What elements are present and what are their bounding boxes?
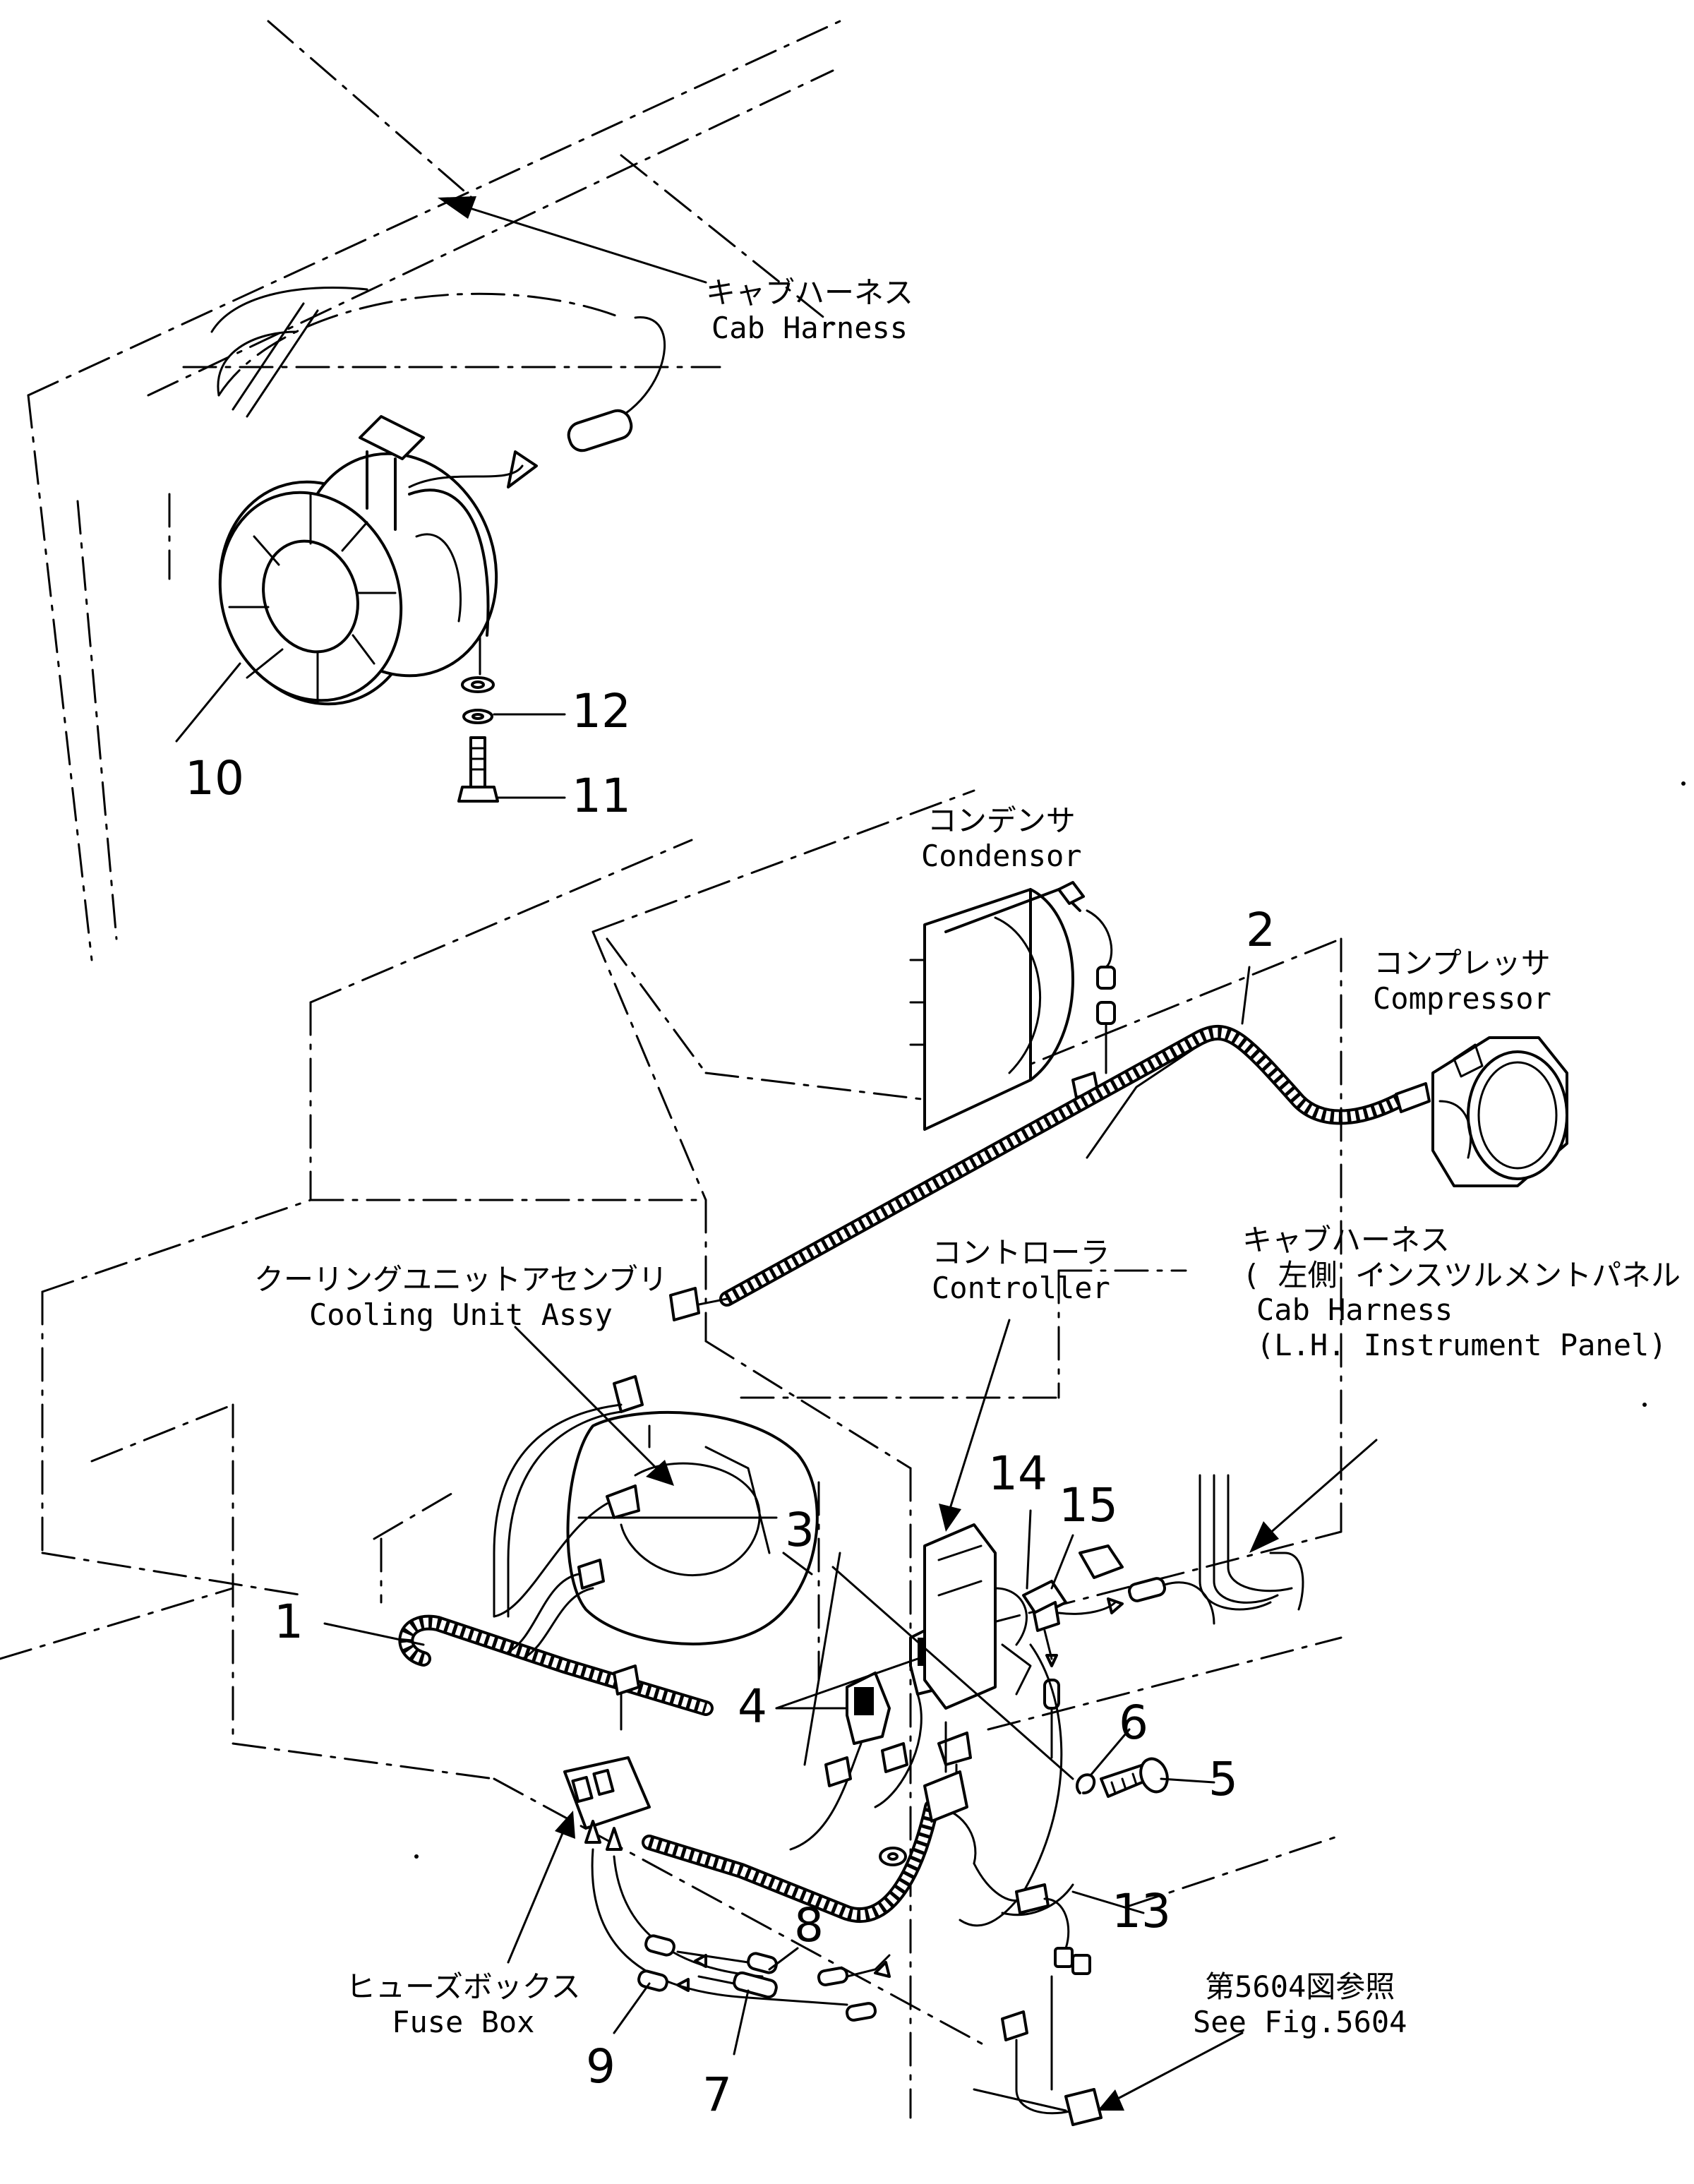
leader-3b	[803, 1552, 841, 1766]
leader-7	[733, 1989, 750, 2056]
controller-arrow	[948, 1319, 1011, 1512]
cooling-unit	[566, 1411, 819, 1645]
callout-12: 12	[572, 684, 631, 738]
label-en: Compressor	[1373, 980, 1551, 1016]
cab-harness-arrow	[457, 203, 707, 284]
label-cooling-unit: クーリングユニットアセンブリ Cooling Unit Assy	[254, 1262, 668, 1332]
callout-4: 4	[738, 1679, 767, 1734]
leader-9	[613, 1982, 651, 2034]
label-jp: ヒューズボックス	[346, 1969, 581, 2004]
fuse-box	[563, 1756, 651, 1851]
leader-14	[1026, 1509, 1032, 1590]
leader-2	[1241, 966, 1251, 1025]
callout-8: 8	[794, 1898, 824, 1952]
blower-fan	[218, 415, 538, 706]
leader-10	[175, 662, 241, 743]
label-fuse-box: ヒューズボックス Fuse Box	[346, 1969, 581, 2039]
label-jp-2: ( 左側 インスツルメントパネル )	[1242, 1257, 1694, 1292]
label-jp: キャブハーネス	[1242, 1223, 1450, 1257]
harness-13	[930, 1643, 1103, 2126]
label-compressor: コンプレッサ Compressor	[1373, 946, 1551, 1016]
fuse-box-arrow	[507, 1827, 566, 1964]
callout-14: 14	[988, 1446, 1047, 1501]
label-en: Cab Harness	[1256, 1292, 1453, 1328]
leader-4b	[775, 1657, 919, 1710]
relay-connector	[1022, 1580, 1124, 1759]
bracket-3	[879, 1721, 968, 1866]
callout-10: 10	[185, 751, 244, 805]
callout-9: 9	[586, 2039, 615, 2094]
cab-roof-outline	[27, 20, 841, 961]
leader-1	[323, 1622, 425, 1646]
callout-15: 15	[1059, 1478, 1118, 1532]
callout-11: 11	[572, 769, 631, 823]
compressor	[1431, 1036, 1568, 1187]
label-jp: コンデンサ	[927, 803, 1076, 838]
label-en-2: (L.H. Instrument Panel)	[1256, 1327, 1667, 1362]
bolt-washer-stack	[457, 676, 499, 803]
label-cab-harness-panel: キャブハーネス ( 左側 インスツルメントパネル ) Cab Harness (…	[1242, 1223, 1694, 1362]
leader-8	[768, 1947, 799, 1971]
callout-1: 1	[274, 1595, 304, 1649]
callout-5: 5	[1208, 1752, 1238, 1806]
condenser	[909, 881, 1116, 1131]
leader-3	[831, 1566, 1074, 1780]
label-condensor: コンデンサ Condensor	[921, 803, 1082, 873]
label-jp: 第5604図参照	[1205, 1969, 1395, 2004]
callout-7: 7	[702, 2068, 732, 2122]
label-cab-harness-top: キャブハーネス Cab Harness	[706, 275, 913, 345]
leader-5	[1160, 1777, 1215, 1784]
leader-15	[1050, 1534, 1074, 1590]
label-en: See Fig.5604	[1193, 2004, 1407, 2039]
lower-fuse-wires	[591, 1848, 891, 2022]
leader-6	[1089, 1728, 1131, 1777]
instrument-harness-arrow	[1262, 1439, 1378, 1540]
label-jp: コンプレッサ	[1374, 946, 1551, 980]
label-en: Controller	[932, 1270, 1110, 1305]
label-en: Cab Harness	[711, 310, 908, 345]
cab-floor-outline	[0, 789, 1342, 2119]
callout-13: 13	[1112, 1884, 1171, 1938]
callout-6: 6	[1119, 1696, 1148, 1750]
label-en: Condensor	[921, 838, 1082, 873]
callout-3: 3	[785, 1503, 815, 1557]
label-jp: コントローラ	[932, 1235, 1110, 1270]
leader-13	[1071, 1890, 1145, 1914]
label-jp: キャブハーネス	[706, 275, 914, 310]
label-en: Cooling Unit Assy	[309, 1297, 613, 1332]
label-controller: コントローラ Controller	[932, 1235, 1110, 1305]
harness-connector	[567, 409, 633, 452]
label-en: Fuse Box	[392, 2004, 535, 2039]
label-see-fig: 第5604図参照 See Fig.5604	[1193, 1969, 1407, 2039]
cooling-unit-arrow	[514, 1326, 658, 1470]
harness-1	[398, 1484, 939, 1923]
see-fig-arrow	[1114, 2032, 1244, 2101]
label-jp: クーリングユニットアセンブリ	[254, 1262, 668, 1297]
instrument-panel-harness	[1079, 1474, 1304, 1625]
harness-2	[493, 1024, 1431, 1618]
callout-2: 2	[1246, 903, 1275, 957]
